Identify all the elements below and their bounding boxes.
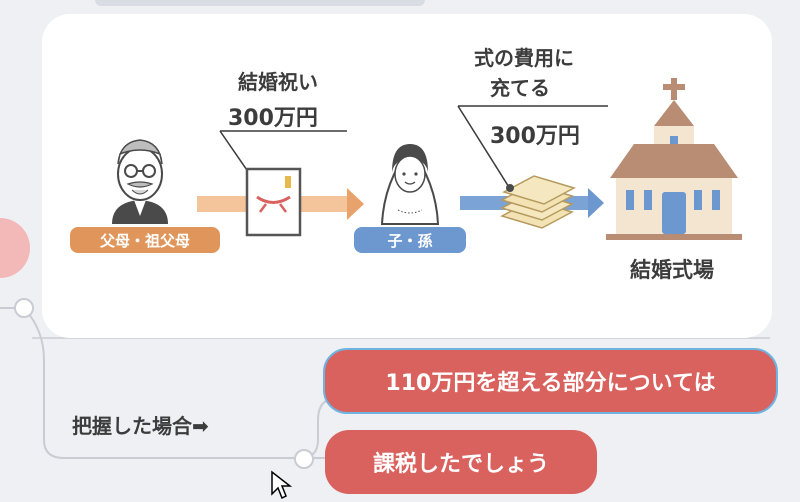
mindmap-branch-label: 把握した場合➡ — [72, 414, 209, 438]
receiver-label: 子・孫 — [354, 227, 466, 253]
mindmap-node-upper[interactable] — [14, 298, 34, 318]
envelope-icon — [245, 167, 302, 237]
grandparent-icon — [112, 139, 168, 224]
use-label-line1: 式の費用に — [474, 46, 574, 70]
venue-label: 結婚式場 — [630, 258, 714, 282]
mindmap-node-lower[interactable] — [294, 449, 314, 469]
mindmap-bubble-2[interactable]: 課税したでしょう — [325, 430, 597, 494]
gift-label: 結婚祝い — [238, 70, 318, 94]
church-icon — [606, 78, 742, 240]
mindmap-bubble-1[interactable]: 110万円を超える部分については — [323, 348, 778, 414]
diagram-svg — [112, 78, 742, 240]
bride-icon — [380, 144, 440, 225]
gift-amount: 300万円 — [228, 106, 318, 131]
money-stack-icon — [500, 175, 576, 229]
diagram-card: 結婚祝い 300万円 式の費用に 充てる 300万円 父母・祖父母 子・孫 結婚… — [42, 14, 772, 338]
top-strip — [95, 0, 425, 6]
giver-label: 父母・祖父母 — [70, 227, 220, 253]
use-amount: 300万円 — [490, 124, 580, 149]
use-label-line2: 充てる — [490, 76, 550, 100]
cursor-icon — [271, 470, 292, 500]
